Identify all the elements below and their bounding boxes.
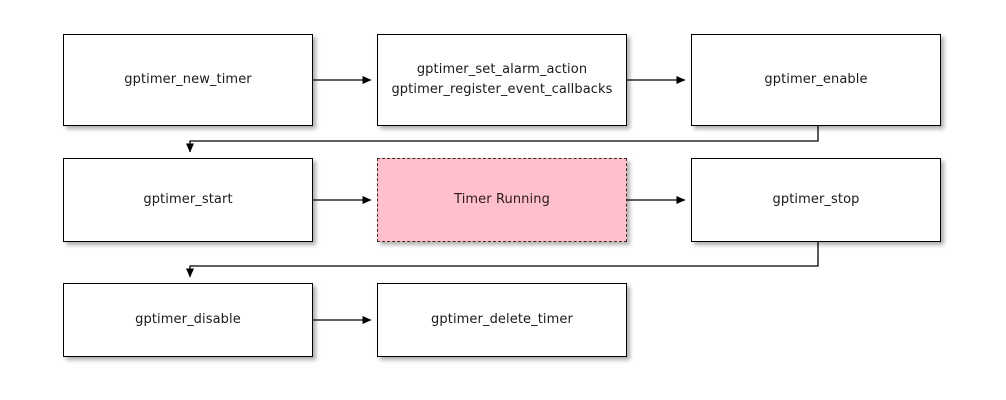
node-gptimer-start[interactable]: gptimer_start: [63, 158, 313, 242]
node-label-line-1: gptimer_set_alarm_action: [416, 62, 588, 77]
node-label: gptimer_stop: [772, 192, 860, 207]
node-label: gptimer_delete_timer: [431, 312, 573, 327]
node-timer-running[interactable]: Timer Running: [377, 158, 627, 242]
node-label: gptimer_enable: [764, 72, 868, 87]
node-gptimer-disable[interactable]: gptimer_disable: [63, 283, 313, 357]
node-label: Timer Running: [454, 192, 550, 207]
node-gptimer-new-timer[interactable]: gptimer_new_timer: [63, 34, 313, 126]
node-gptimer-delete-timer[interactable]: gptimer_delete_timer: [377, 283, 627, 357]
node-label: gptimer_start: [143, 192, 233, 207]
edge-stop-to-disable: [186, 242, 819, 278]
node-gptimer-enable[interactable]: gptimer_enable: [691, 34, 941, 126]
node-gptimer-set-alarm-action[interactable]: gptimer_set_alarm_action gptimer_registe…: [377, 34, 627, 126]
node-gptimer-stop[interactable]: gptimer_stop: [691, 158, 941, 242]
edge-enable-to-start: [186, 126, 819, 153]
node-label-line-2: gptimer_register_event_callbacks: [391, 82, 613, 97]
node-label: gptimer_disable: [135, 312, 241, 327]
node-label: gptimer_new_timer: [124, 72, 252, 87]
